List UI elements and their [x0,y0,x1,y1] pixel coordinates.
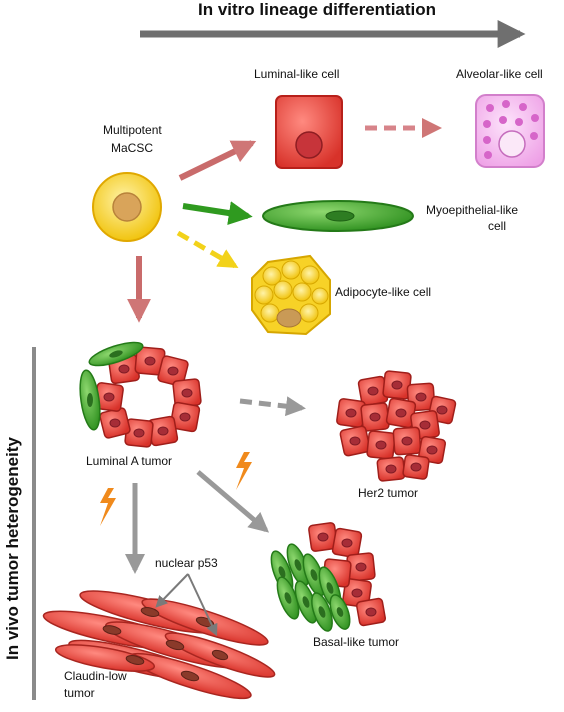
myoepithelial-label-line1: Myoepithelial-like [426,203,518,217]
myoepithelial-label-line2: cell [488,219,506,233]
arrow-to-basal-like [196,470,270,533]
myoepithelial-like-cell [262,200,414,232]
luminal-a-label: Luminal A tumor [86,454,172,468]
macsc-label-line1: Multipotent [103,123,162,137]
in-vitro-title: In vitro lineage differentiation [198,0,436,19]
adipocyte-like-cell [251,254,331,336]
alveolar-like-label: Alveolar-like cell [456,67,543,81]
macsc-label-line2: MaCSC [111,141,153,155]
p53-pointer-1 [155,573,189,608]
arrow-to-adipocyte [176,230,239,269]
alveolar-like-cell [475,94,545,168]
claudin-low-label-line1: Claudin-low [64,669,127,683]
arrow-to-her2 [239,396,306,417]
luminal-like-cell [275,95,343,169]
mutation-lightning-icon [100,488,116,526]
basal-like-label: Basal-like tumor [313,635,399,649]
her2-tumor [336,370,457,482]
her2-label: Her2 tumor [358,486,418,500]
in-vivo-title: In vivo tumor heterogeneity [3,437,22,660]
luminal-like-label: Luminal-like cell [254,67,339,81]
mutation-lightning-icon [236,452,252,490]
claudin-low-tumor [42,590,276,700]
adipocyte-like-label: Adipocyte-like cell [335,285,431,299]
claudin-low-label-line2: tumor [64,686,95,700]
macsc-cell [92,172,162,242]
arrow-to-myoepithelial [182,201,253,225]
p53-pointer-2 [187,573,218,637]
nuclear-p53-label: nuclear p53 [155,556,218,570]
arrow-to-luminal-like [178,140,257,181]
luminal-a-tumor [79,341,202,448]
basal-like-tumor [270,522,387,632]
